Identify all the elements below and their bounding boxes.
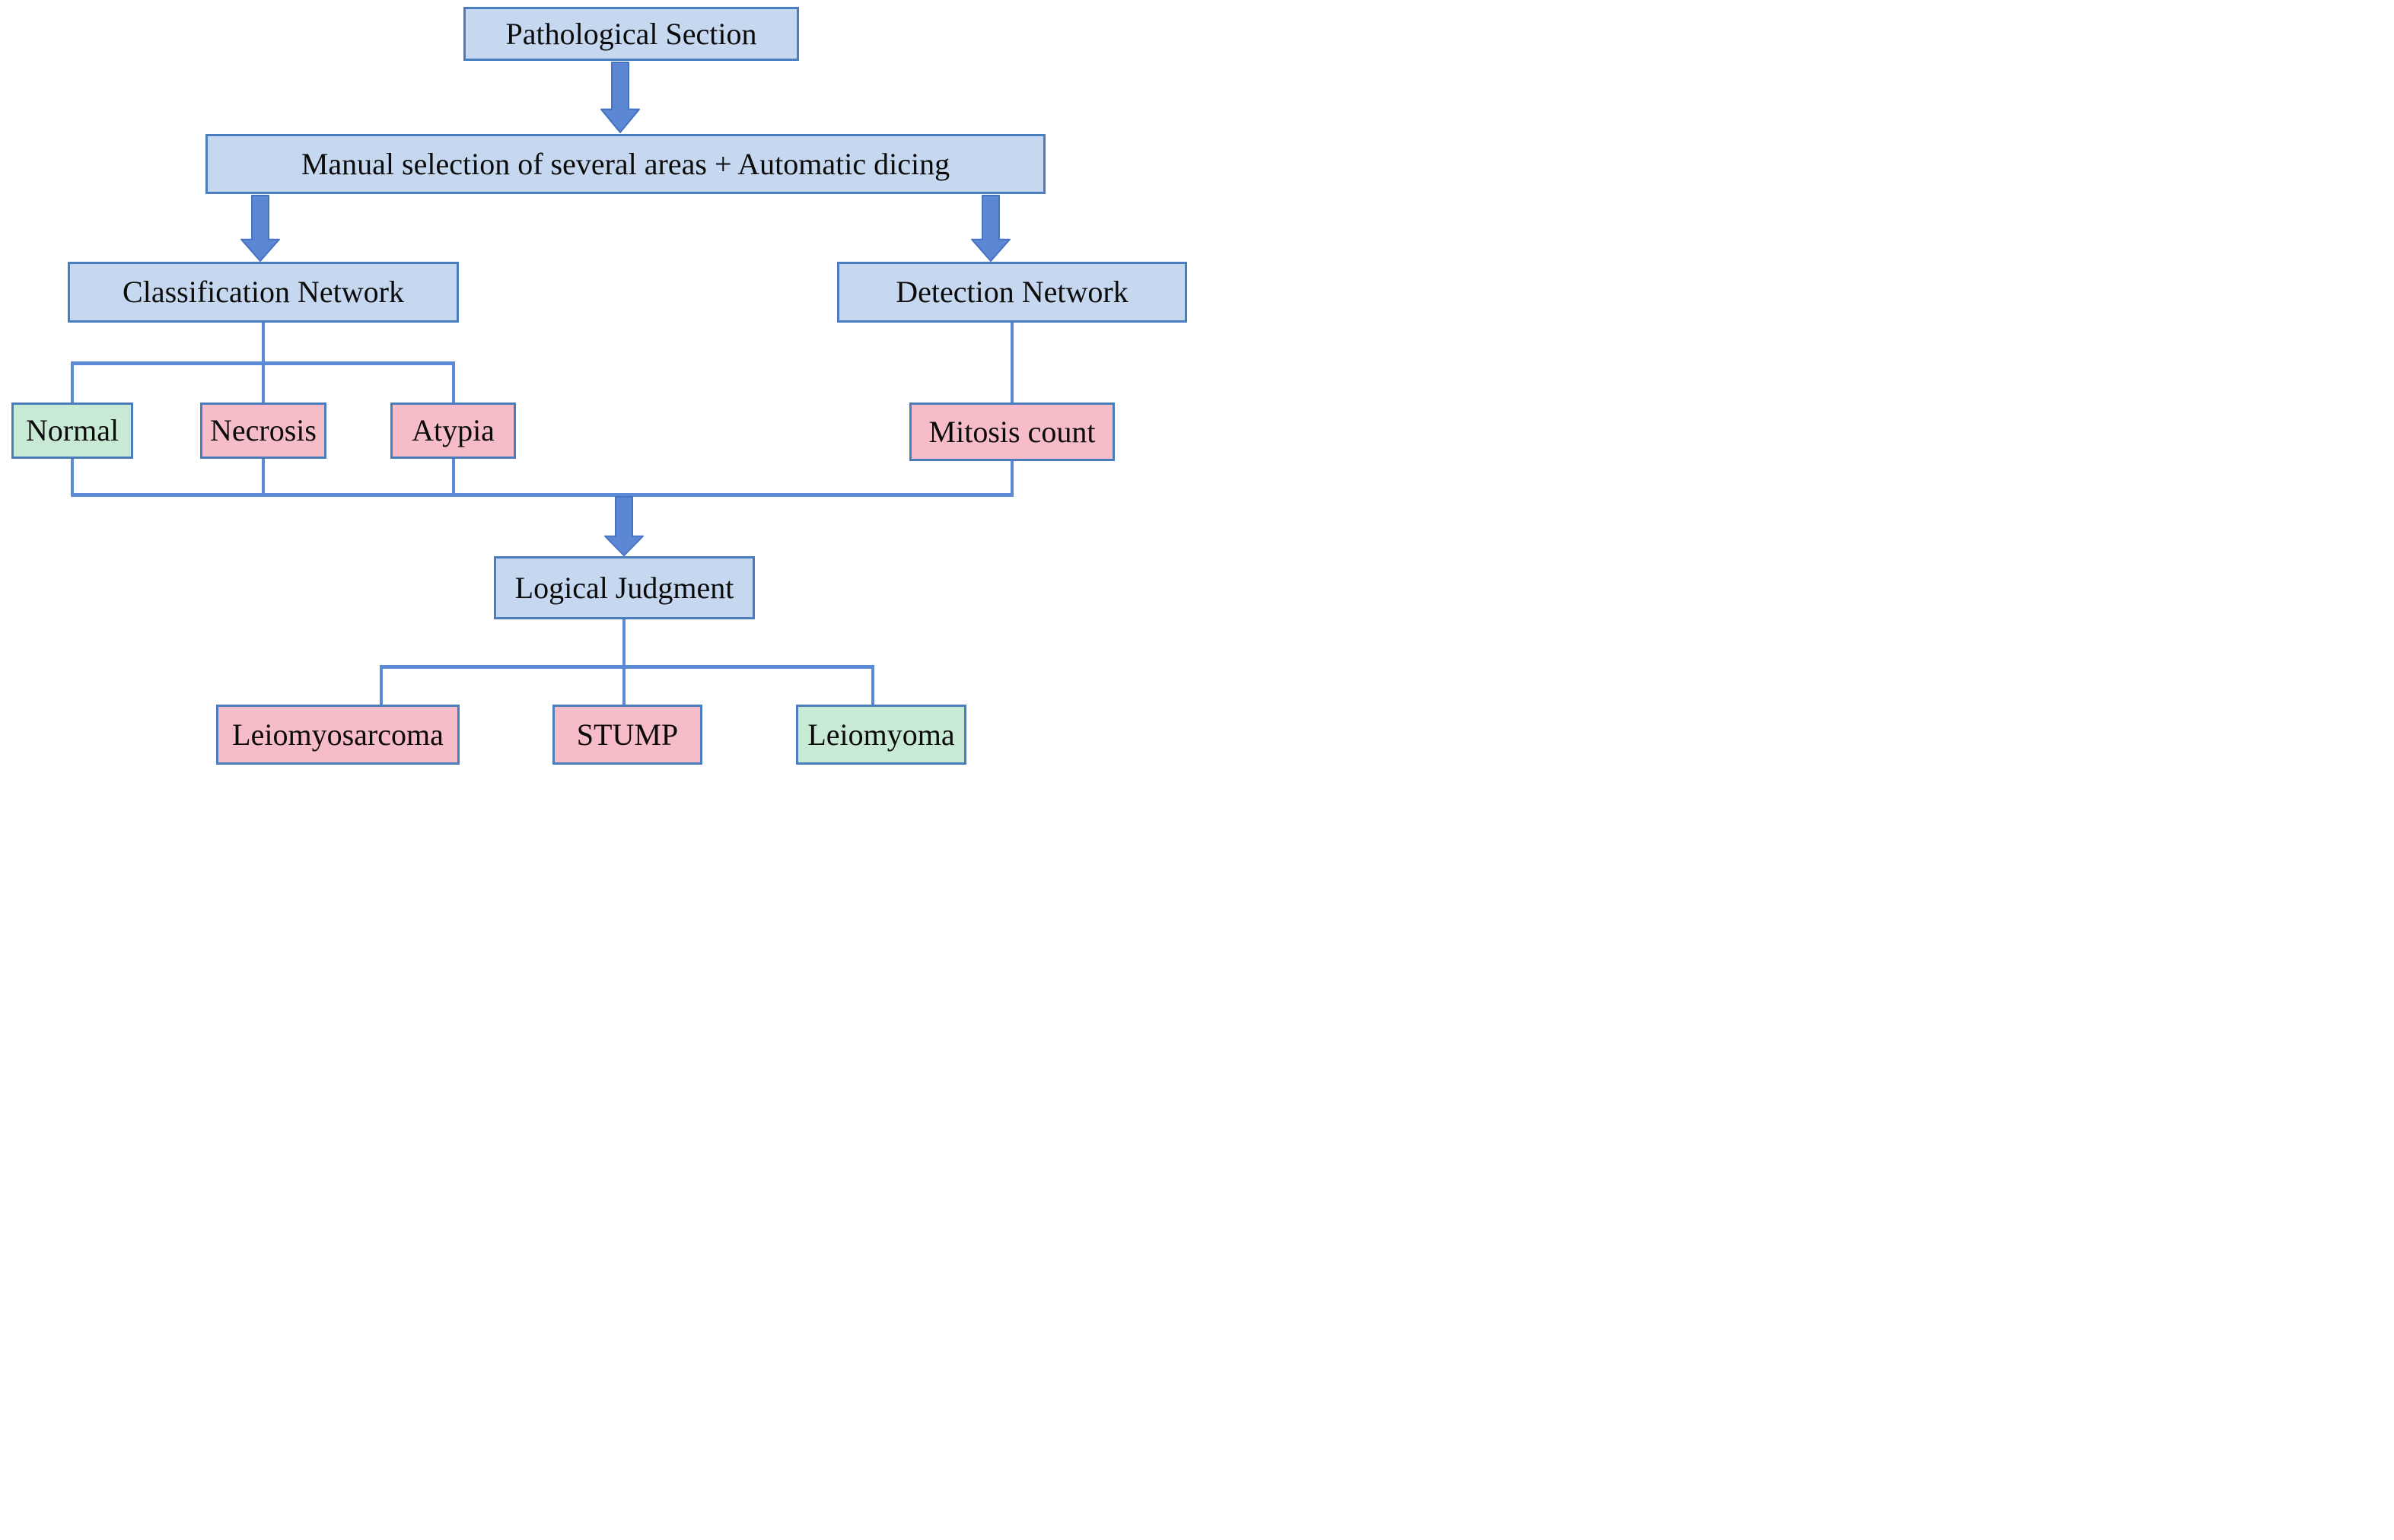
node-label: Pathological Section [505, 16, 757, 51]
node-label: Mitosis count [928, 414, 1096, 449]
node-leiomyoma: Leiomyoma [796, 705, 966, 765]
connector-line-logical-to-stump [622, 619, 626, 705]
node-label: STUMP [576, 717, 679, 752]
node-leiomyosarcoma: Leiomyosarcoma [216, 705, 460, 765]
node-manual-selection: Manual selection of several areas + Auto… [205, 134, 1046, 194]
node-mitosis-count: Mitosis count [909, 402, 1115, 461]
block-arrow-down-icon [604, 496, 644, 556]
connector-line-detection-to-mitosis [1011, 323, 1014, 402]
node-label: Leiomyosarcoma [232, 717, 444, 752]
node-label: Normal [25, 413, 119, 447]
node-normal: Normal [11, 402, 133, 459]
connector-line-necrosis-to-collector [262, 459, 265, 497]
node-label: Atypia [412, 413, 495, 447]
connector-line-drop-leiomyoma [871, 667, 874, 705]
connector-line-normal-to-collector [71, 459, 74, 497]
connector-line-drop-leiomyosarcoma [380, 667, 383, 705]
node-necrosis: Necrosis [200, 402, 326, 459]
node-detection-network: Detection Network [837, 262, 1187, 323]
block-arrow-down-icon [971, 195, 1011, 262]
node-atypia: Atypia [390, 402, 516, 459]
node-label: Leiomyoma [807, 717, 955, 752]
connector-line-classification-branch-bar [71, 361, 455, 365]
flowchart-canvas: Pathological Section Manual selection of… [0, 0, 1197, 770]
node-pathological-section: Pathological Section [463, 7, 799, 61]
block-arrow-down-icon [600, 62, 640, 133]
connector-line-drop-normal [71, 363, 74, 402]
node-label: Classification Network [123, 275, 404, 309]
connector-line-atypia-to-collector [452, 459, 455, 497]
node-label: Necrosis [210, 413, 317, 447]
connector-line-diagnosis-branch-bar [380, 665, 874, 669]
connector-line-drop-atypia [452, 363, 455, 402]
node-classification-network: Classification Network [68, 262, 459, 323]
connector-line-mitosis-to-collector [1011, 461, 1014, 497]
node-stump: STUMP [552, 705, 702, 765]
node-label: Detection Network [896, 275, 1129, 309]
node-label: Logical Judgment [514, 570, 734, 605]
connector-line-collector-bar [71, 493, 1014, 497]
node-logical-judgment: Logical Judgment [494, 556, 755, 619]
block-arrow-down-icon [240, 195, 280, 262]
node-label: Manual selection of several areas + Auto… [301, 146, 950, 181]
